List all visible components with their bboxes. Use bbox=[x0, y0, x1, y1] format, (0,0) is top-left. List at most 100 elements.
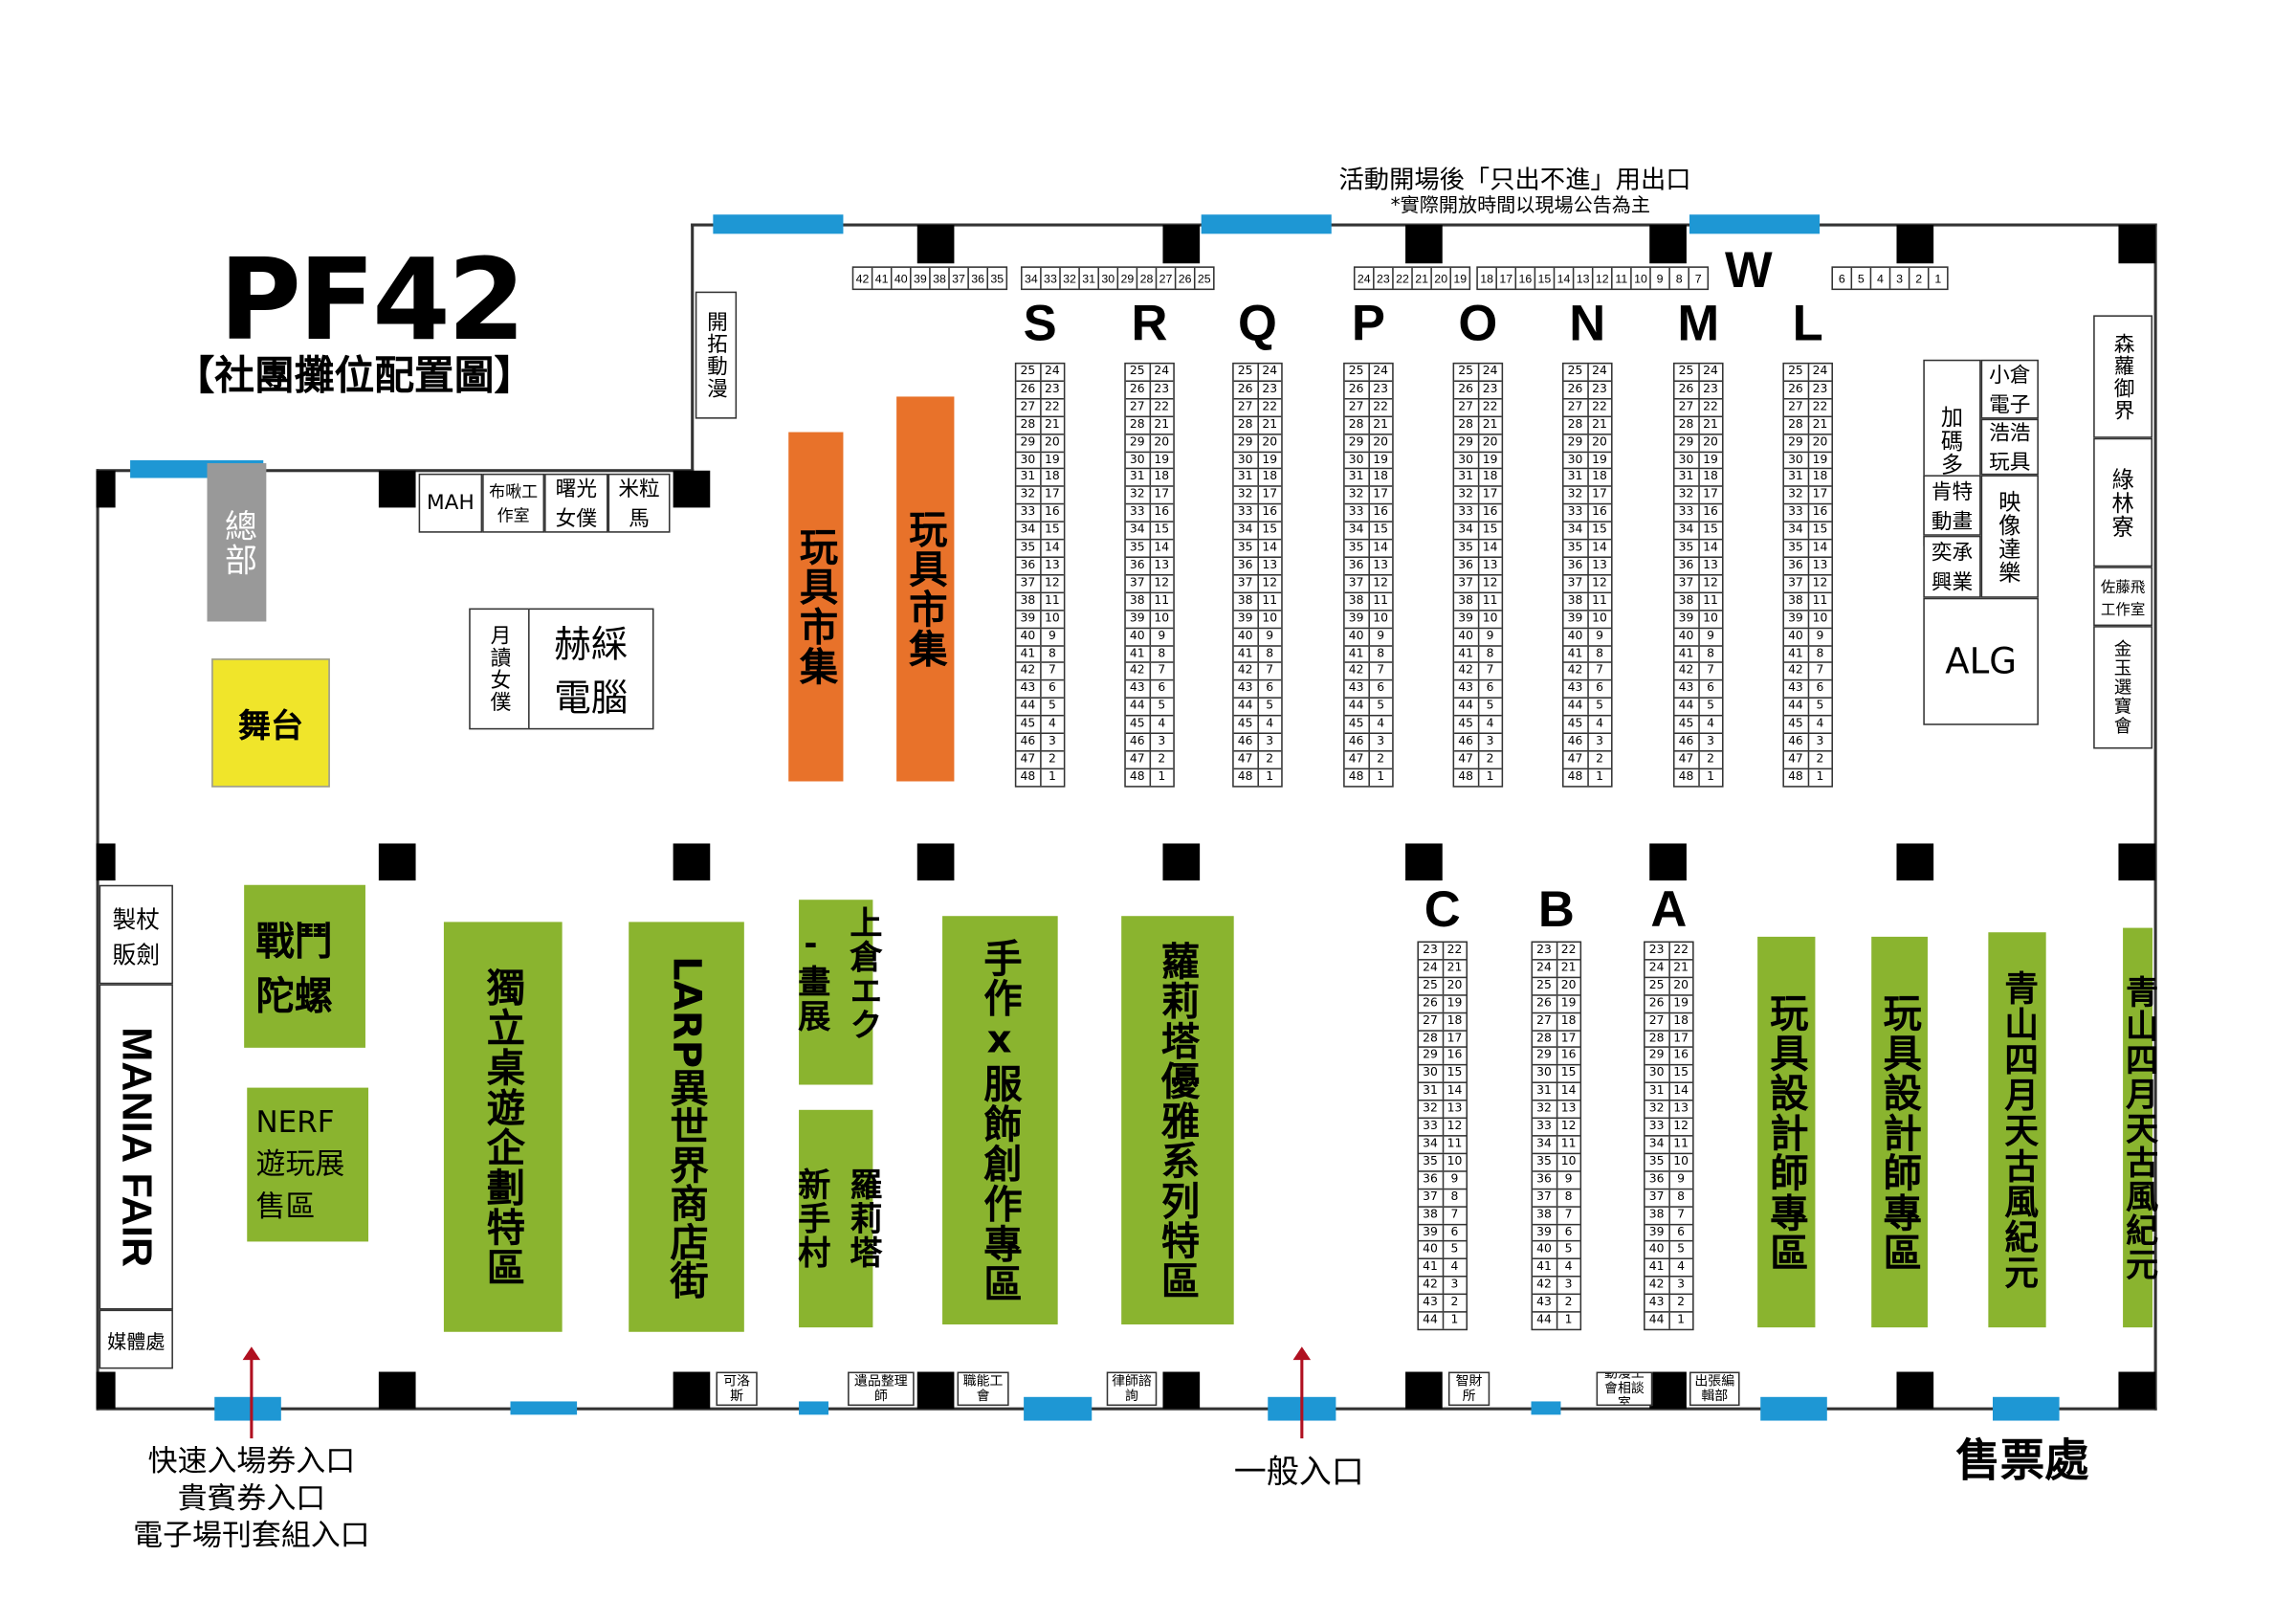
bottom-booth[interactable]: 律師諮詢 bbox=[1106, 1371, 1158, 1407]
booth-number[interactable]: 42 bbox=[1016, 663, 1041, 680]
booth-number[interactable]: 4 bbox=[1377, 716, 1385, 730]
booth-number[interactable]: 25 bbox=[1454, 364, 1479, 381]
booth-number[interactable]: 22 bbox=[1482, 399, 1498, 413]
booth-number[interactable]: 15 bbox=[1592, 522, 1607, 537]
bottom-booth[interactable]: 遺品整理師 bbox=[848, 1371, 915, 1407]
booth-number[interactable]: 5 bbox=[1677, 1242, 1686, 1256]
booth-number[interactable]: 30 bbox=[1675, 452, 1700, 469]
booth-number[interactable]: 7 bbox=[1564, 1207, 1573, 1221]
booth-number[interactable]: 15 bbox=[1154, 522, 1170, 537]
booth-kaituo[interactable]: 開拓動漫 bbox=[695, 291, 738, 419]
booth-number[interactable]: 48 bbox=[1454, 768, 1479, 786]
booth-number[interactable]: 35 bbox=[1564, 540, 1589, 557]
booth-number[interactable]: 10 bbox=[1154, 611, 1170, 625]
booth-number[interactable]: 44 bbox=[1345, 699, 1370, 716]
booth-number[interactable]: 20 bbox=[1373, 434, 1389, 448]
booth-number[interactable]: 46 bbox=[1454, 734, 1479, 750]
booth-number[interactable]: 19 bbox=[1154, 452, 1170, 466]
booth-number[interactable]: 2 bbox=[1707, 751, 1714, 766]
booth-number[interactable]: 31 bbox=[1016, 469, 1041, 486]
booth-bujiu[interactable]: 布啾工作室 bbox=[482, 473, 545, 533]
booth-number[interactable]: 5 bbox=[1852, 267, 1872, 289]
booth-number[interactable]: 46 bbox=[1126, 734, 1151, 750]
booth-number[interactable]: 41 bbox=[1533, 1259, 1557, 1277]
bottom-booth[interactable]: 智財所 bbox=[1447, 1371, 1490, 1407]
booth-number[interactable]: 44 bbox=[1675, 699, 1700, 716]
booth-number[interactable]: 46 bbox=[1675, 734, 1700, 750]
booth-number[interactable]: 15 bbox=[1812, 522, 1828, 537]
booth-number[interactable]: 11 bbox=[1045, 592, 1060, 607]
booth-number[interactable]: 22 bbox=[1045, 399, 1060, 413]
booth-number[interactable]: 39 bbox=[1784, 611, 1809, 628]
booth-number[interactable]: 31 bbox=[1533, 1083, 1557, 1101]
booth-number[interactable]: 40 bbox=[1675, 628, 1700, 645]
booth-number[interactable]: 9 bbox=[1450, 1171, 1459, 1186]
booth-number[interactable]: 20 bbox=[1432, 267, 1452, 289]
booth-number[interactable]: 9 bbox=[1486, 628, 1494, 642]
booth-number[interactable]: 39 bbox=[1454, 611, 1479, 628]
booth-number[interactable]: 28 bbox=[1016, 416, 1041, 434]
booth-number[interactable]: 37 bbox=[950, 267, 969, 289]
booth-number[interactable]: 4 bbox=[1871, 267, 1891, 289]
booth-number[interactable]: 47 bbox=[1126, 751, 1151, 768]
booth-number[interactable]: 40 bbox=[1533, 1242, 1557, 1258]
booth-number[interactable]: 3 bbox=[1707, 734, 1714, 747]
booth-number[interactable]: 40 bbox=[1454, 628, 1479, 645]
booth-number[interactable]: 14 bbox=[1154, 540, 1170, 554]
booth-number[interactable]: 21 bbox=[1592, 416, 1607, 431]
booth-number[interactable]: 31 bbox=[1234, 469, 1259, 486]
booth-number[interactable]: 4 bbox=[1450, 1259, 1459, 1274]
booth-number[interactable]: 34 bbox=[1533, 1136, 1557, 1153]
booth-number[interactable]: 18 bbox=[1154, 469, 1170, 483]
booth-number[interactable]: 40 bbox=[892, 267, 912, 289]
booth-number[interactable]: 36 bbox=[969, 267, 988, 289]
booth-number[interactable]: 18 bbox=[1446, 1012, 1463, 1027]
booth-number[interactable]: 21 bbox=[1154, 416, 1170, 431]
booth-sato[interactable]: 佐藤飛工作室 bbox=[2093, 567, 2153, 627]
booth-number[interactable]: 35 bbox=[990, 271, 1004, 285]
booth-number[interactable]: 27 bbox=[1016, 399, 1041, 416]
booth-number[interactable]: 22 bbox=[1703, 399, 1718, 413]
booth-number[interactable]: 14 bbox=[1262, 540, 1278, 554]
booth-number[interactable]: 28 bbox=[1137, 267, 1158, 289]
booth-number[interactable]: 20 bbox=[1154, 434, 1170, 448]
booth-number[interactable]: 33 bbox=[1042, 267, 1061, 289]
booth-yingxiang[interactable]: 映像達樂 bbox=[1980, 475, 2039, 598]
booth-number[interactable]: 36 bbox=[1126, 557, 1151, 574]
booth-number[interactable]: 26 bbox=[1564, 381, 1589, 398]
booth-number[interactable]: 6 bbox=[1158, 680, 1166, 695]
booth-alg[interactable]: ALG bbox=[1923, 597, 2039, 725]
booth-senluo[interactable]: 森蘿御界 bbox=[2093, 315, 2153, 438]
booth-number[interactable]: 16 bbox=[1673, 1048, 1689, 1062]
booth-number[interactable]: 31 bbox=[1419, 1083, 1444, 1101]
booth-number[interactable]: 18 bbox=[1673, 1012, 1689, 1027]
booth-number[interactable]: 24 bbox=[1373, 364, 1389, 378]
booth-number[interactable]: 43 bbox=[1234, 680, 1259, 698]
booth-number[interactable]: 42 bbox=[1533, 1277, 1557, 1294]
booth-number[interactable]: 25 bbox=[1016, 364, 1041, 381]
booth-number[interactable]: 7 bbox=[1450, 1207, 1459, 1221]
booth-number[interactable]: 7 bbox=[1048, 663, 1056, 678]
booth-number[interactable]: 6 bbox=[1048, 680, 1056, 695]
booth-number[interactable]: 34 bbox=[1419, 1136, 1444, 1153]
booth-number[interactable]: 12 bbox=[1373, 575, 1389, 589]
booth-number[interactable]: 18 bbox=[1482, 469, 1498, 483]
booth-number[interactable]: 31 bbox=[1645, 1083, 1670, 1101]
booth-number[interactable]: 5 bbox=[1564, 1242, 1573, 1256]
booth-number[interactable]: 32 bbox=[1533, 1101, 1557, 1118]
booth-number[interactable]: 28 bbox=[1675, 416, 1700, 434]
booth-number[interactable]: 12 bbox=[1045, 575, 1060, 589]
booth-number[interactable]: 8 bbox=[1048, 646, 1056, 659]
booth-number[interactable]: 14 bbox=[1812, 540, 1828, 554]
booth-number[interactable]: 22 bbox=[1560, 943, 1577, 956]
toy-designer-area-2[interactable]: 玩具設計師專區 bbox=[1871, 936, 1928, 1328]
booth-number[interactable]: 28 bbox=[1784, 416, 1809, 434]
booth-number[interactable]: 31 bbox=[1080, 267, 1099, 289]
booth-number[interactable]: 6 bbox=[1816, 680, 1824, 695]
booth-number[interactable]: 40 bbox=[1126, 628, 1151, 645]
booth-number[interactable]: 37 bbox=[1645, 1189, 1670, 1206]
booth-number[interactable]: 39 bbox=[1564, 611, 1589, 628]
booth-number[interactable]: 24 bbox=[1262, 364, 1278, 378]
booth-number[interactable]: 29 bbox=[1345, 434, 1370, 451]
booth-number[interactable]: 1 bbox=[1596, 768, 1603, 783]
